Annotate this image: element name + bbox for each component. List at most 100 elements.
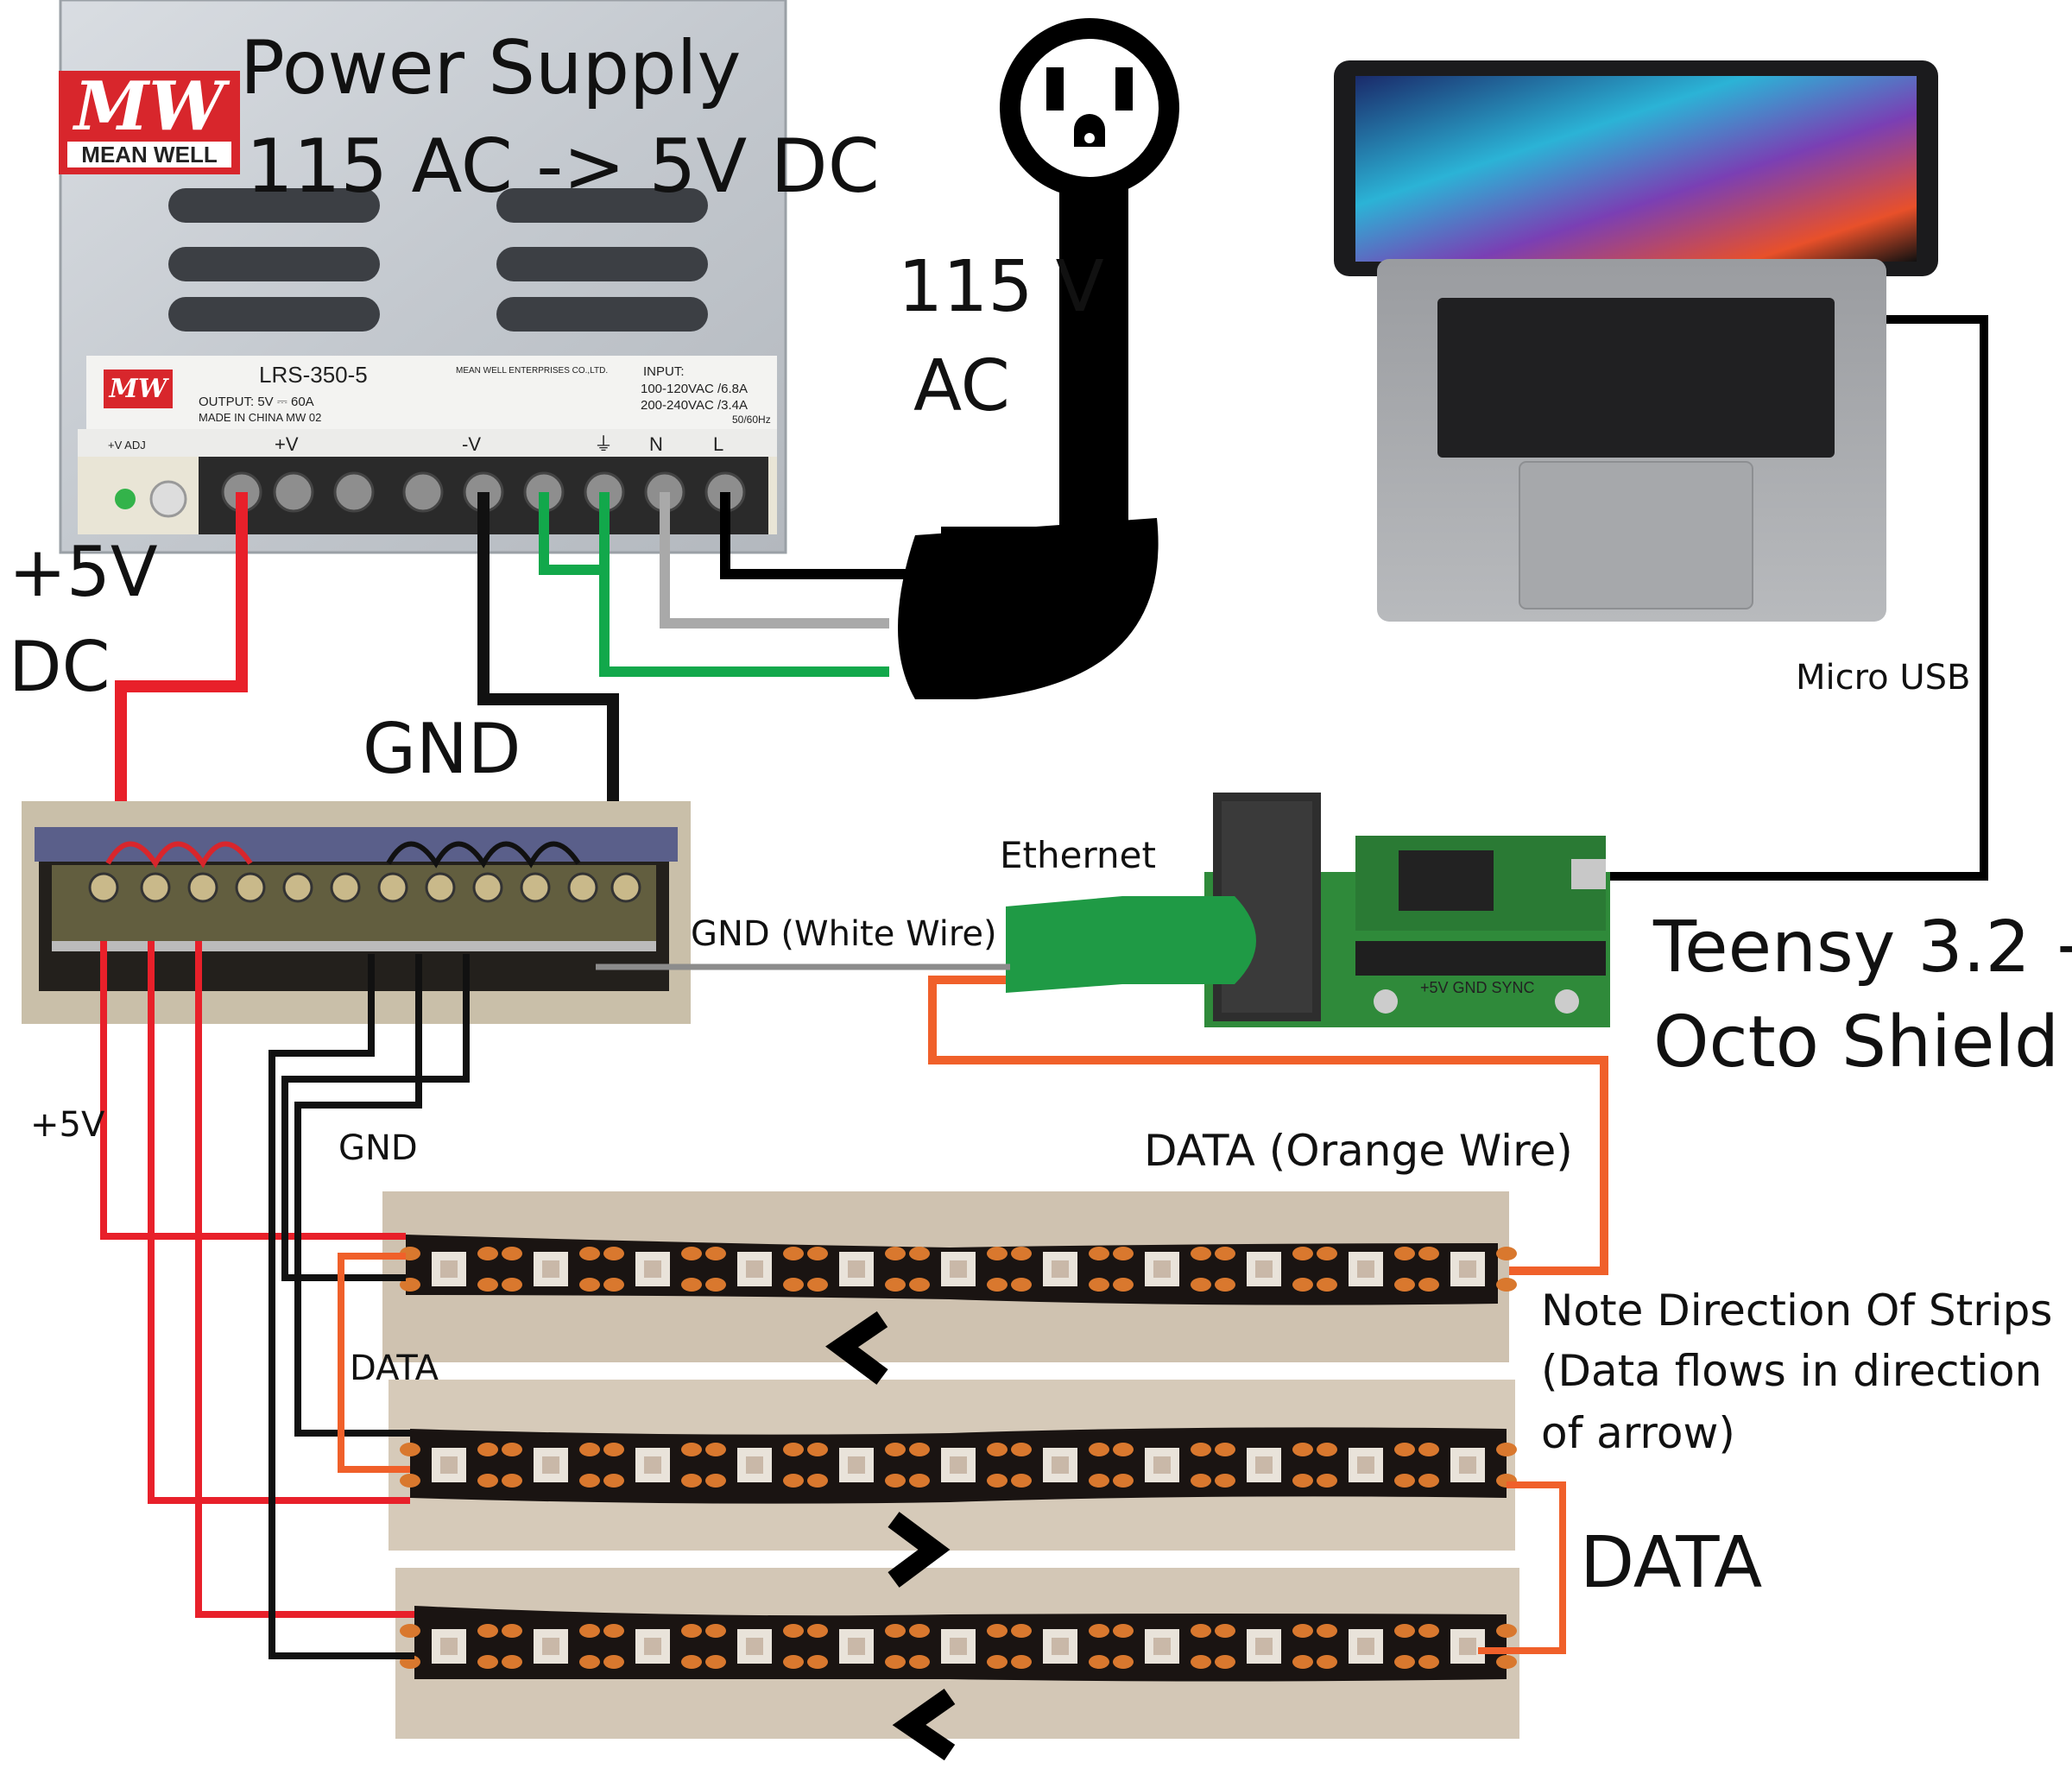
solder-pad-icon	[1418, 1278, 1439, 1292]
solder-pad-icon	[987, 1278, 1008, 1292]
gnd-small-label: GND	[338, 1128, 418, 1168]
solder-pad-icon	[705, 1278, 726, 1292]
solder-pad-icon	[1317, 1443, 1337, 1456]
solder-pad-icon	[783, 1278, 804, 1292]
solder-pad-icon	[603, 1624, 624, 1638]
data-orange-wire-label: DATA (Orange Wire)	[1144, 1126, 1573, 1176]
led-core-icon	[1255, 1456, 1273, 1474]
ps-input-3: 200-240VAC /3.4A	[641, 398, 748, 413]
teensy-title: Teensy 3.2 +	[1652, 906, 2072, 989]
teensy-chip	[1399, 850, 1494, 911]
shield-silkscreen: +5V GND SYNC	[1420, 979, 1535, 996]
solder-pad-icon	[1191, 1247, 1211, 1260]
earth-icon: ⏚	[594, 433, 613, 455]
led-core-icon	[848, 1638, 865, 1655]
data-big-label: DATA	[1580, 1522, 1762, 1604]
led-core-icon	[440, 1260, 458, 1278]
led-core-icon	[950, 1638, 967, 1655]
solder-pad-icon	[1089, 1443, 1109, 1456]
solder-pad-icon	[1394, 1443, 1415, 1456]
solder-pad-icon	[783, 1443, 804, 1456]
led-core-icon	[950, 1260, 967, 1278]
solder-pad-icon	[1011, 1655, 1032, 1669]
led-core-icon	[542, 1456, 559, 1474]
solder-pad-icon	[783, 1474, 804, 1488]
solder-pad-icon	[502, 1655, 522, 1669]
solder-pad-icon	[502, 1624, 522, 1638]
strip-1-leds	[400, 1247, 1517, 1292]
led-core-icon	[950, 1456, 967, 1474]
strip-2	[388, 1380, 1517, 1551]
power-supply-title: Power Supply	[240, 25, 741, 111]
teensy-octo-board: +5V GND SYNC	[1204, 793, 1610, 1027]
laptop-screen	[1355, 76, 1917, 262]
solder-pad-icon	[1191, 1443, 1211, 1456]
solder-pad-icon	[1011, 1474, 1032, 1488]
solder-pad-icon	[807, 1655, 828, 1669]
strip-3-leds	[400, 1624, 1517, 1669]
solder-pad-icon	[1089, 1474, 1109, 1488]
solder-pad-icon	[885, 1443, 906, 1456]
usb-cable	[1606, 315, 1988, 881]
solder-pad-icon	[1292, 1443, 1313, 1456]
solder-pad-icon	[400, 1624, 420, 1638]
solder-pad-icon	[681, 1278, 702, 1292]
solder-pad-icon	[807, 1247, 828, 1260]
solder-pad-icon	[783, 1624, 804, 1638]
solder-pad-icon	[502, 1443, 522, 1456]
solder-pad-icon	[1394, 1624, 1415, 1638]
led-core-icon	[1357, 1260, 1374, 1278]
solder-pad-icon	[681, 1624, 702, 1638]
solder-pad-icon	[1394, 1474, 1415, 1488]
solder-pad-icon	[1292, 1278, 1313, 1292]
solder-pad-icon	[1113, 1247, 1134, 1260]
solder-pad-icon	[1418, 1247, 1439, 1260]
solder-pad-icon	[579, 1624, 600, 1638]
led-core-icon	[848, 1260, 865, 1278]
solder-pad-icon	[885, 1278, 906, 1292]
solder-pad-icon	[1011, 1624, 1032, 1638]
led-core-icon	[644, 1638, 661, 1655]
led-core-icon	[746, 1638, 763, 1655]
data-link-left	[338, 1253, 410, 1473]
solder-pad-icon	[1317, 1624, 1337, 1638]
voltage-adjust-knob-icon	[149, 480, 187, 518]
led-core-icon	[542, 1260, 559, 1278]
solder-pad-icon	[477, 1624, 498, 1638]
solder-pad-icon	[502, 1474, 522, 1488]
solder-pad-icon	[1496, 1443, 1517, 1456]
solder-pad-icon	[1011, 1247, 1032, 1260]
solder-pad-icon	[1418, 1624, 1439, 1638]
terminal-vminus-label: -V	[462, 433, 481, 455]
ac-label: AC	[913, 345, 1010, 427]
solder-pad-icon	[1089, 1247, 1109, 1260]
solder-pad-icon	[909, 1474, 930, 1488]
solder-pad-icon	[987, 1247, 1008, 1260]
ac-wires	[539, 492, 941, 677]
terminal-l-label: L	[713, 433, 723, 455]
solder-pad-icon	[1191, 1624, 1211, 1638]
dc-gnd-wire	[477, 492, 619, 837]
led-core-icon	[1357, 1638, 1374, 1655]
plus5v-strip-wires	[100, 941, 414, 1618]
led-core-icon	[1153, 1638, 1171, 1655]
solder-pad-icon	[1292, 1655, 1313, 1669]
micro-usb-port-icon	[1571, 859, 1606, 889]
solder-pad-icon	[1215, 1247, 1235, 1260]
solder-pad-icon	[1191, 1474, 1211, 1488]
solder-pad-icon	[1191, 1278, 1211, 1292]
strip-2-direction-arrow-icon	[888, 1512, 951, 1588]
led-core-icon	[1255, 1260, 1273, 1278]
solder-pad-icon	[783, 1655, 804, 1669]
strip-1-direction-arrow-icon	[825, 1311, 888, 1385]
solder-pad-icon	[681, 1655, 702, 1669]
solder-pad-icon	[502, 1247, 522, 1260]
led-core-icon	[1357, 1456, 1374, 1474]
solder-pad-icon	[987, 1474, 1008, 1488]
solder-pad-icon	[1292, 1624, 1313, 1638]
solder-pad-icon	[807, 1474, 828, 1488]
solder-pad-icon	[1011, 1443, 1032, 1456]
ethernet-label: Ethernet	[1000, 834, 1156, 876]
